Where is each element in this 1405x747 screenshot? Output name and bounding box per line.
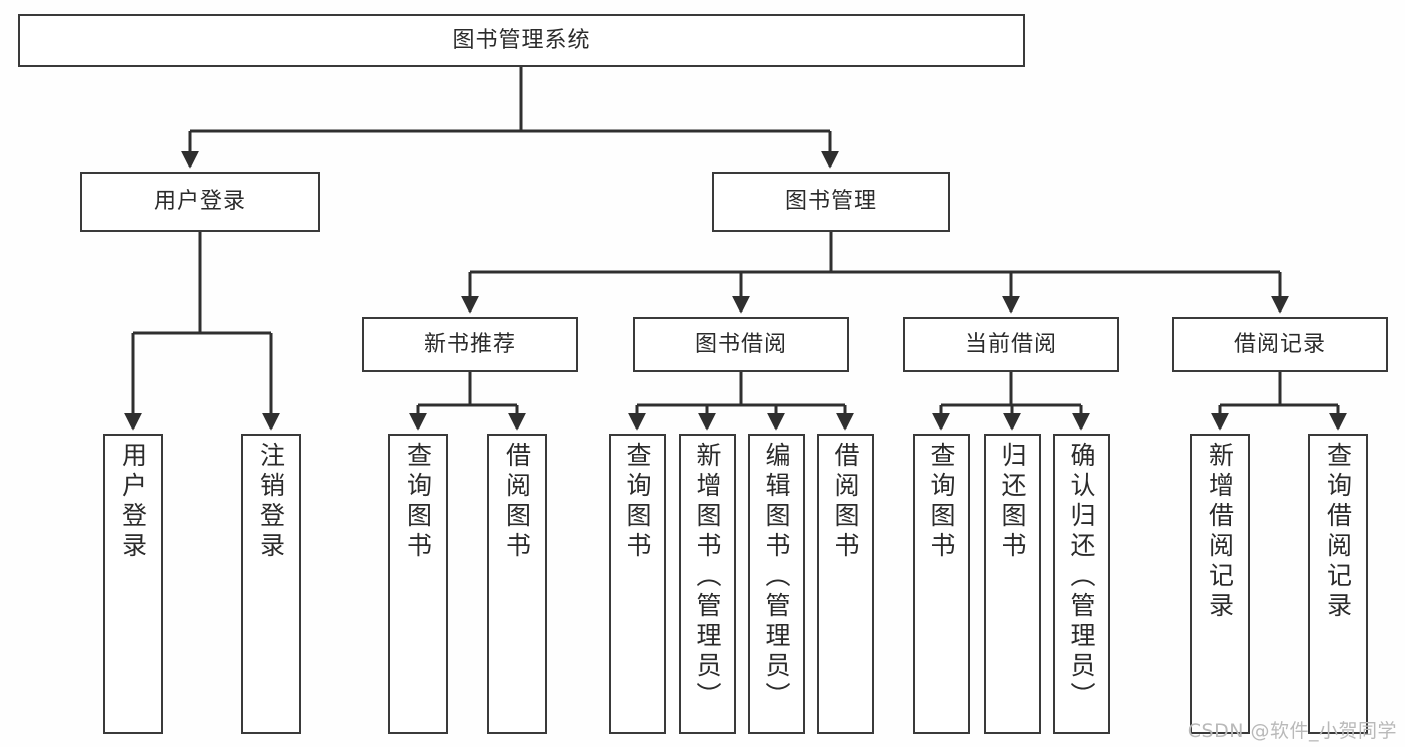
node-leaf-borrow-book-label: 借阅图书: [831, 442, 860, 562]
node-leaf-query-record[interactable]: 查询借阅记录: [1308, 434, 1368, 734]
node-leaf-borrow-book[interactable]: 借阅图书: [817, 434, 874, 734]
node-current-borrow[interactable]: 当前借阅: [903, 317, 1119, 372]
node-book-manage-label: 图书管理: [784, 189, 877, 215]
node-leaf-confirm-return[interactable]: 确认归还（管理员）: [1053, 434, 1110, 734]
node-leaf-query-book-rec-label: 查询图书: [403, 442, 433, 562]
node-leaf-user-logout[interactable]: 注销登录: [241, 434, 301, 734]
node-leaf-add-record[interactable]: 新增借阅记录: [1190, 434, 1250, 734]
node-leaf-return-book[interactable]: 归还图书: [984, 434, 1041, 734]
node-book-manage[interactable]: 图书管理: [712, 172, 950, 232]
node-borrow-record[interactable]: 借阅记录: [1172, 317, 1388, 372]
node-leaf-query-record-label: 查询借阅记录: [1323, 442, 1353, 622]
node-leaf-edit-book-label: 编辑图书（管理员）: [762, 442, 791, 712]
node-leaf-query-book-borrow-label: 查询图书: [623, 442, 652, 562]
node-root[interactable]: 图书管理系统: [18, 14, 1025, 67]
node-new-book-rec-label: 新书推荐: [423, 331, 516, 357]
node-leaf-add-book-label: 新增图书（管理员）: [693, 442, 722, 712]
node-book-borrow-label: 图书借阅: [694, 331, 787, 357]
node-borrow-record-label: 借阅记录: [1233, 331, 1326, 357]
node-leaf-borrow-book-rec[interactable]: 借阅图书: [487, 434, 547, 734]
node-leaf-add-book[interactable]: 新增图书（管理员）: [679, 434, 736, 734]
watermark: CSDN @软件_小贺同学: [1187, 720, 1397, 742]
node-leaf-borrow-book-rec-label: 借阅图书: [502, 442, 532, 562]
node-leaf-user-login-label: 用户登录: [118, 442, 148, 562]
node-book-borrow[interactable]: 图书借阅: [633, 317, 849, 372]
node-leaf-user-login[interactable]: 用户登录: [103, 434, 163, 734]
node-user-login[interactable]: 用户登录: [80, 172, 320, 232]
node-root-label: 图书管理系统: [452, 27, 591, 53]
node-user-login-label: 用户登录: [153, 189, 246, 215]
node-leaf-confirm-return-label: 确认归还（管理员）: [1067, 442, 1096, 712]
node-leaf-query-book-rec[interactable]: 查询图书: [388, 434, 448, 734]
node-leaf-edit-book[interactable]: 编辑图书（管理员）: [748, 434, 805, 734]
node-leaf-query-book-borrow[interactable]: 查询图书: [609, 434, 666, 734]
node-leaf-query-book-cur[interactable]: 查询图书: [913, 434, 970, 734]
node-current-borrow-label: 当前借阅: [964, 331, 1057, 357]
node-leaf-return-book-label: 归还图书: [998, 442, 1027, 562]
node-leaf-query-book-cur-label: 查询图书: [927, 442, 956, 562]
node-leaf-user-logout-label: 注销登录: [256, 442, 286, 562]
node-new-book-rec[interactable]: 新书推荐: [362, 317, 578, 372]
node-leaf-add-record-label: 新增借阅记录: [1205, 442, 1235, 622]
